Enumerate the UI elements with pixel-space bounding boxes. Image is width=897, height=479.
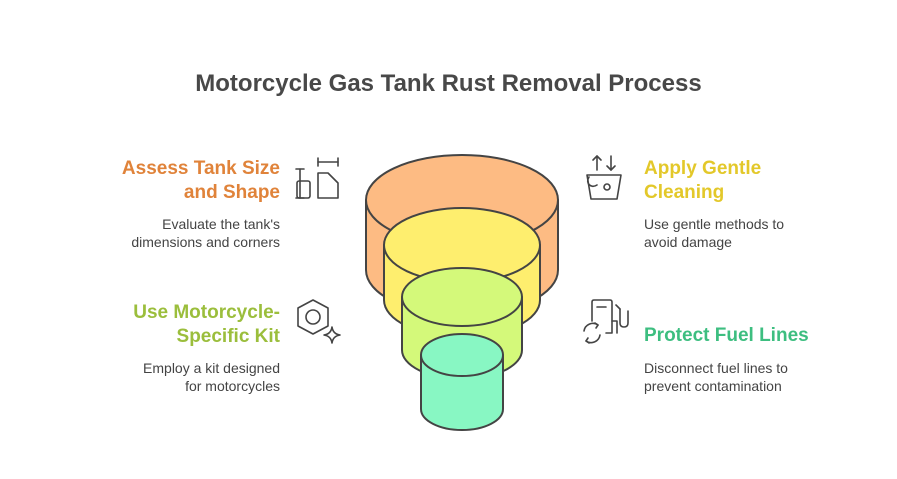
bucket-icon <box>586 155 622 200</box>
funnel-layer-4 <box>420 333 504 431</box>
step-2-desc-line-2: avoid damage <box>644 234 732 250</box>
layer-4-top <box>420 333 504 377</box>
step-2-description: Use gentle methods to avoid damage <box>644 215 864 251</box>
nut-sparkle-icon <box>297 299 341 344</box>
fuel-pump-icon <box>583 299 629 344</box>
step-3-desc-line-2: for motorcycles <box>185 378 280 394</box>
ruler-size-icon <box>295 157 339 199</box>
step-4-description: Disconnect fuel lines to prevent contami… <box>644 359 864 395</box>
page-title: Motorcycle Gas Tank Rust Removal Process <box>195 70 702 97</box>
step-3-heading: Use Motorcycle- Specific Kit <box>80 301 280 349</box>
step-1-description: Evaluate the tank's dimensions and corne… <box>80 215 280 251</box>
step-1-heading-line-1: Assess Tank Size <box>121 158 280 179</box>
step-2-desc-line-1: Use gentle methods to <box>644 216 785 232</box>
step-4-heading-line-1: Protect Fuel Lines <box>644 325 809 346</box>
step-1-desc-line-2: dimensions and corners <box>131 234 280 250</box>
step-3-description: Employ a kit designed for motorcycles <box>80 359 280 395</box>
step-3-heading-line-2: Specific Kit <box>176 326 280 347</box>
layer-3-top <box>401 267 523 327</box>
step-1-desc-line-1: Evaluate the tank's <box>162 216 280 232</box>
step-4-heading: Protect Fuel Lines <box>644 324 864 348</box>
step-2-heading-line-2: Cleaning <box>644 182 725 203</box>
step-1-heading-line-2: and Shape <box>183 182 280 203</box>
step-4-desc-line-2: prevent contamination <box>644 378 782 394</box>
step-1-heading: Assess Tank Size and Shape <box>80 157 280 205</box>
step-4-desc-line-1: Disconnect fuel lines to <box>644 360 788 376</box>
step-3-heading-line-1: Use Motorcycle- <box>133 302 280 323</box>
step-3-desc-line-1: Employ a kit designed <box>143 360 280 376</box>
step-2-heading: Apply Gentle Cleaning <box>644 157 864 205</box>
step-2-heading-line-1: Apply Gentle <box>644 158 762 179</box>
